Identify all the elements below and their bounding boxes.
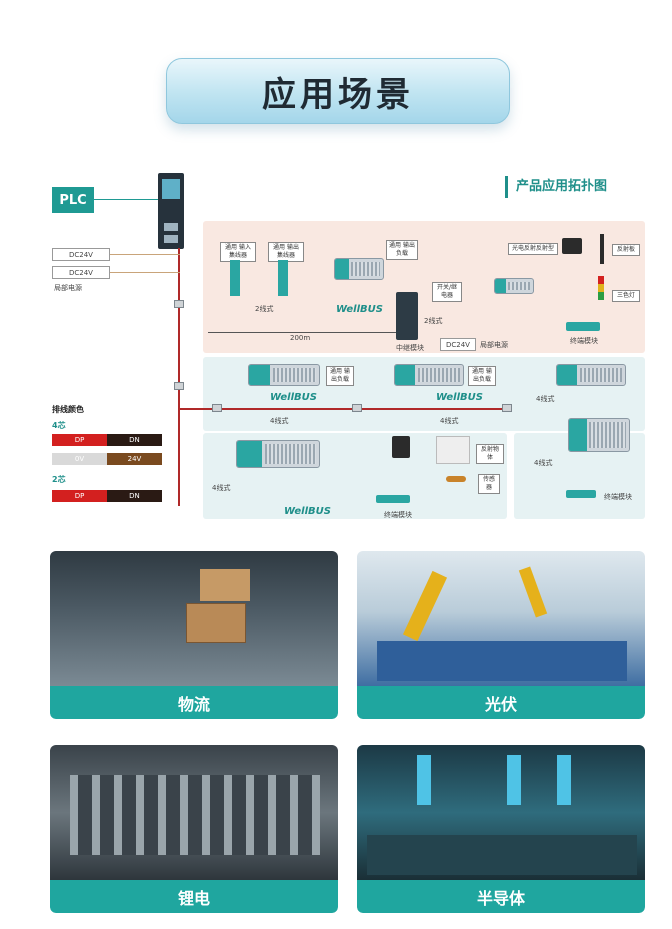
light-red	[598, 276, 604, 284]
terminal-module-3-device	[566, 490, 596, 498]
legend-two-core: 2芯	[52, 475, 66, 484]
light-yellow	[598, 284, 604, 292]
app-label-logistics: 物流	[50, 686, 338, 719]
callout-reflector: 反射板	[612, 244, 640, 256]
input-hub-device	[230, 260, 240, 296]
legend-24v: 24V	[107, 453, 162, 465]
dc24v-box-2: DC24V	[52, 266, 110, 279]
wellbus-label-3: WellBUS	[436, 392, 483, 403]
callout-output-load: 通用 输出负载	[386, 240, 418, 260]
main-trunk-cable	[178, 248, 180, 506]
legend-title: 排线颜色	[52, 405, 84, 414]
app-card-logistics: 物流	[50, 551, 338, 719]
plc-device	[158, 173, 184, 249]
reflect-object-box	[436, 436, 470, 464]
sensor-photo-device	[392, 436, 410, 458]
connector	[174, 300, 184, 308]
callout-relay: 开关/继电器	[432, 282, 462, 302]
legend-dn-1: DN	[107, 434, 162, 446]
label-four-wire-b: 4线式	[440, 417, 459, 425]
pv-photo	[357, 551, 645, 686]
label-two-wire: 2线式	[255, 305, 274, 313]
label-two-wire-b: 2线式	[424, 317, 443, 325]
callout-input-hub: 通用 输入集线器	[220, 242, 256, 262]
logistics-photo	[50, 551, 338, 686]
middle-module-1	[248, 364, 320, 386]
label-four-wire-d: 4线式	[212, 484, 231, 492]
wellbus-label-4: WellBUS	[284, 506, 331, 517]
bottom-module-1	[236, 440, 320, 468]
photo-sensor-device	[562, 238, 582, 254]
sensor-device	[446, 476, 466, 482]
label-relay-module: 中继模块	[396, 344, 424, 352]
middle-module-2	[394, 364, 464, 386]
output-load-module	[334, 258, 384, 280]
topology-title: 产品应用拓扑图	[505, 176, 607, 198]
connector	[174, 382, 184, 390]
distance-line	[208, 332, 396, 333]
callout-output-hub: 通用 输出集线器	[268, 242, 304, 262]
light-green	[598, 292, 604, 300]
callout-reflect-object: 反射物体	[476, 444, 504, 464]
connector	[212, 404, 222, 412]
page-title-banner: 应用场景	[166, 58, 510, 124]
wellbus-label-2: WellBUS	[270, 392, 317, 403]
app-label-pv: 光伏	[357, 686, 645, 719]
callout-photo-sensor: 光电反射反射型	[508, 243, 558, 255]
relay-module-device	[396, 292, 418, 340]
legend-dn-2: DN	[107, 490, 162, 502]
plc-tag: PLC	[52, 187, 94, 213]
legend-0v: 0V	[52, 453, 107, 465]
callout-output-load-2: 通用 输出负载	[326, 366, 354, 386]
app-label-semiconductor: 半导体	[357, 880, 645, 913]
page-title: 应用场景	[262, 74, 414, 115]
local-power-label: 局部电源	[54, 284, 82, 292]
local-power-label-2: 局部电源	[480, 341, 508, 349]
middle-cable	[180, 408, 510, 410]
app-card-pv: 光伏	[357, 551, 645, 719]
label-four-wire-c: 4线式	[536, 395, 555, 403]
dc24v-box-3: DC24V	[440, 338, 476, 351]
bottom-right-module	[568, 418, 630, 452]
connector	[352, 404, 362, 412]
callout-light: 三色灯	[612, 290, 640, 302]
lithium-photo	[50, 745, 338, 880]
top-right-module	[494, 278, 534, 294]
semiconductor-photo	[357, 745, 645, 880]
output-hub-device	[278, 260, 288, 296]
callout-output-load-3: 通用 输出负载	[468, 366, 496, 386]
terminal-module-1-device	[566, 322, 600, 331]
app-card-lithium: 锂电	[50, 745, 338, 913]
legend-dp-2: DP	[52, 490, 107, 502]
dc-cable-2	[110, 272, 180, 273]
label-four-wire-e: 4线式	[534, 459, 553, 467]
callout-sensor: 传感器	[478, 474, 500, 494]
dc-cable-1	[110, 254, 180, 255]
label-terminal-module-1: 终端模块	[570, 337, 598, 345]
label-four-wire-a: 4线式	[270, 417, 289, 425]
legend-dp-1: DP	[52, 434, 107, 446]
connector	[502, 404, 512, 412]
wellbus-label-1: WellBUS	[336, 304, 383, 315]
topology-diagram: 产品应用拓扑图 PLC DC24V DC24V 局部电源 通用 输入集线器 通用…	[0, 160, 672, 530]
legend-four-core: 4芯	[52, 421, 66, 430]
dc24v-box-1: DC24V	[52, 248, 110, 261]
middle-module-3	[556, 364, 626, 386]
label-terminal-module-3: 终端模块	[604, 493, 632, 501]
label-terminal-module-2: 终端模块	[384, 511, 412, 519]
reflector-device	[600, 234, 604, 264]
label-distance: 200m	[290, 334, 311, 342]
app-card-semiconductor: 半导体	[357, 745, 645, 913]
app-label-lithium: 锂电	[50, 880, 338, 913]
plc-connector-line	[94, 199, 160, 200]
terminal-module-2-device	[376, 495, 410, 503]
